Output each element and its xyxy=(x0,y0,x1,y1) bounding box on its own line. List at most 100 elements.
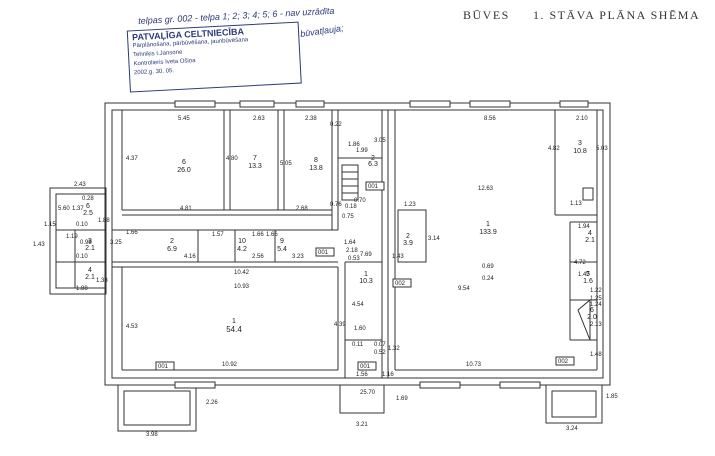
dimension-label: 1.86 xyxy=(348,142,360,148)
dimension-label: 2.26 xyxy=(206,400,218,406)
dimension-label: 5.05 xyxy=(280,161,292,167)
dimension-label: 0.98 xyxy=(80,240,92,246)
dimension-label: 5.60 xyxy=(58,206,70,212)
group-marker: 001 xyxy=(158,364,169,370)
dimension-label: 1.85 xyxy=(606,394,618,400)
dimension-label: 0.10 xyxy=(76,254,88,260)
dimension-label: 0.28 xyxy=(82,196,94,202)
dimension-label: 0.76 xyxy=(330,202,342,208)
dimension-label: 2.18 xyxy=(346,248,358,254)
room-area: 2.5 xyxy=(83,210,93,217)
room-area: 133.9 xyxy=(479,229,497,236)
dimension-label: 4.16 xyxy=(184,254,196,260)
room-area: 10.8 xyxy=(573,148,587,155)
dimension-label: 1.69 xyxy=(396,396,408,402)
dimension-label: 4.72 xyxy=(574,260,586,266)
dimension-label: 9.54 xyxy=(458,286,470,292)
dimension-label: 10.92 xyxy=(222,362,238,368)
dimension-label: 1.60 xyxy=(354,326,366,332)
dimension-label: 1.43 xyxy=(392,254,404,260)
dimension-label: 10.73 xyxy=(466,362,482,368)
room-area: 6.9 xyxy=(167,246,177,253)
dimension-label: 3.24 xyxy=(566,426,578,432)
dimension-label: 3.21 xyxy=(356,422,368,428)
room-number: 8 xyxy=(314,157,318,164)
dimension-label: 1.94 xyxy=(578,224,590,230)
dimension-label: 0.22 xyxy=(330,122,342,128)
room-area: 13.8 xyxy=(309,165,323,172)
dimension-label: 2.13 xyxy=(590,322,602,328)
room-number: 3 xyxy=(88,238,92,245)
dimension-label: 0.24 xyxy=(482,276,494,282)
dimension-label: 0.11 xyxy=(352,342,364,348)
room-area: 13.3 xyxy=(248,163,262,170)
room-number: 1 xyxy=(232,318,236,325)
dimension-label: 1.37 xyxy=(72,206,84,212)
dimension-label: 7.69 xyxy=(360,252,372,258)
dimension-label: 1.66 xyxy=(126,230,138,236)
room-area: 10.3 xyxy=(359,278,373,285)
room-number: 2 xyxy=(170,238,174,245)
dimension-label: 1.43 xyxy=(33,242,45,248)
title-right: 1. STĀVA PLĀNA SHĒMA xyxy=(533,8,701,22)
room-area: 3.9 xyxy=(403,240,413,247)
room-number: 7 xyxy=(253,155,257,162)
dimension-label: 2.10 xyxy=(576,116,588,122)
dimension-label: 1.48 xyxy=(590,352,602,358)
dimension-label: 10.42 xyxy=(234,270,250,276)
group-marker: 001 xyxy=(360,364,371,370)
dimension-label: 12.63 xyxy=(478,186,494,192)
dimension-label: 1.25 xyxy=(590,296,602,302)
room-area: 4.2 xyxy=(237,246,247,253)
room-area: 26.0 xyxy=(177,167,191,174)
dimension-label: 0.75 xyxy=(342,214,354,220)
dimension-label: 1.38 xyxy=(96,278,108,284)
dimension-label: 8.56 xyxy=(484,116,496,122)
room-area: 1.6 xyxy=(583,278,593,285)
dimension-label: 1.56 xyxy=(356,372,368,378)
dimension-label: 1.32 xyxy=(388,346,400,352)
dimension-label: 3.98 xyxy=(146,432,158,438)
room-number: 4 xyxy=(88,267,92,274)
dimension-label: 4.37 xyxy=(126,156,138,162)
room-number: 2 xyxy=(371,155,375,162)
dimension-label: 0.53 xyxy=(348,256,360,262)
dimension-label: 0.69 xyxy=(482,264,494,270)
room-number: 6 xyxy=(86,203,90,210)
dimension-label: 1.88 xyxy=(98,218,110,224)
dimension-label: 2.38 xyxy=(305,116,317,122)
dimension-label: 3.05 xyxy=(374,138,386,144)
room-area: 5.4 xyxy=(277,246,287,253)
dimension-label: 10.93 xyxy=(234,284,250,290)
group-marker: 002 xyxy=(558,359,569,365)
dimension-label: 2.56 xyxy=(252,254,264,260)
outer-wall-inner xyxy=(111,109,604,379)
room-area: 2.1 xyxy=(85,274,95,281)
room-area: 6.3 xyxy=(368,161,378,168)
dimension-label: 1.16 xyxy=(382,372,394,378)
dimension-label: 0.52 xyxy=(374,350,386,356)
room-number: 1 xyxy=(486,221,490,228)
dimension-label: 2.43 xyxy=(74,182,86,188)
dimension-label: 1.13 xyxy=(570,201,582,207)
dimension-label: 1.22 xyxy=(590,288,602,294)
dimension-label: 3.23 xyxy=(292,254,304,260)
dimension-label: 1.88 xyxy=(76,286,88,292)
room-number: 10 xyxy=(238,238,246,245)
dimension-label: 0.07 xyxy=(374,342,386,348)
dimension-label: 4.39 xyxy=(334,322,346,328)
room-number: 4 xyxy=(588,230,592,237)
room-area: 54.4 xyxy=(226,325,242,334)
room-area: 2.0 xyxy=(587,314,597,321)
left-annex-inner xyxy=(55,193,107,289)
dimension-label: 0.10 xyxy=(76,222,88,228)
dimension-label: 25.70 xyxy=(360,390,376,396)
room-number: 6 xyxy=(182,159,186,166)
dimension-label: 1.99 xyxy=(356,148,368,154)
dimension-label: 1.19 xyxy=(66,234,78,240)
room-number: 3 xyxy=(578,140,582,147)
dimension-label: 1.57 xyxy=(212,232,224,238)
dimension-label: 0.70 xyxy=(354,198,366,204)
dimension-label: 2.68 xyxy=(296,206,308,212)
